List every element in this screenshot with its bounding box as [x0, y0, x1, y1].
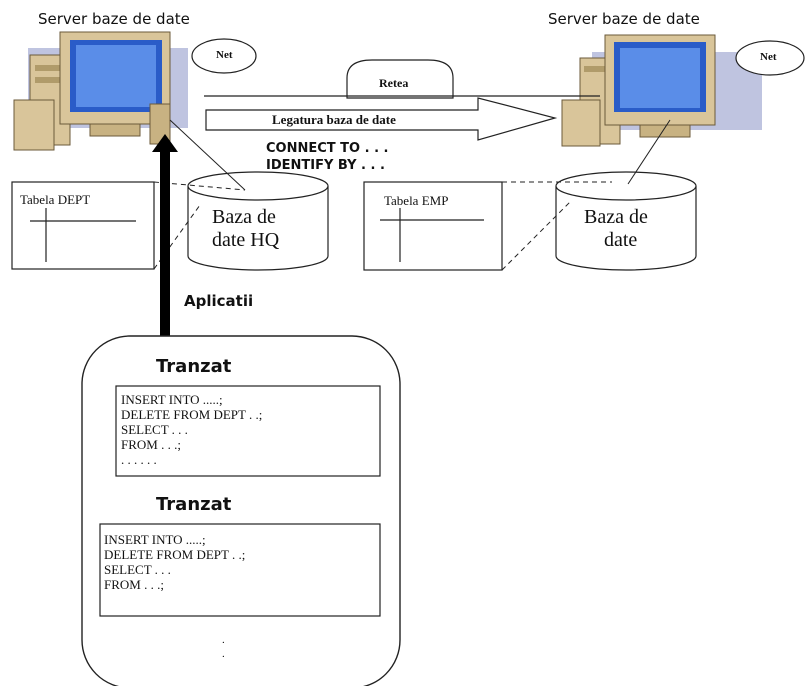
- identify-by-label: IDENTIFY BY . . .: [266, 158, 385, 173]
- right-db-label-line2: date: [604, 229, 638, 251]
- right-database-icon: [555, 171, 697, 271]
- ellipsis-dot-2: .: [222, 648, 225, 660]
- connect-to-label: CONNECT TO . . .: [266, 141, 389, 156]
- app-arrow-head: [152, 134, 178, 152]
- db-link-label: Legatura baza de date: [272, 112, 396, 127]
- left-db-label-line2: date HQ: [212, 229, 280, 251]
- tx1-line-1: INSERT INTO .....;: [121, 392, 223, 407]
- right-server-title: Server baze de date: [548, 10, 700, 28]
- right-table-box: [363, 181, 503, 271]
- left-server-title: Server baze de date: [38, 10, 190, 28]
- tx2-line-3: SELECT . . .: [104, 562, 171, 577]
- right-db-label-line1: Baza de: [584, 206, 648, 228]
- tx1-line-2: DELETE FROM DEPT . .;: [121, 407, 263, 422]
- applications-label: Aplicatii: [184, 292, 254, 310]
- retea-shape: [346, 59, 454, 99]
- left-database-icon: [187, 171, 329, 271]
- tx2-line-1: INSERT INTO .....;: [104, 532, 206, 547]
- tx1-line-5: . . . . . .: [121, 452, 157, 464]
- left-db-label-line1: Baza de: [212, 206, 276, 228]
- tx2-line-4: FROM . . .;: [104, 577, 164, 592]
- right-net-label: Net: [760, 51, 777, 63]
- right-table-label: Tabela EMP: [384, 193, 449, 208]
- right-computer-icon: [561, 34, 762, 147]
- transaction-2-title: Tranzat: [156, 494, 232, 515]
- transaction-box-2: [99, 523, 381, 617]
- tx1-line-3: SELECT . . .: [121, 422, 188, 437]
- transaction-1-title: Tranzat: [156, 356, 232, 377]
- left-net-label: Net: [216, 49, 233, 61]
- retea-label: Retea: [379, 76, 409, 90]
- db-link-arrow: [205, 97, 558, 141]
- left-computer-icon: [13, 31, 188, 151]
- tx2-line-2: DELETE FROM DEPT . .;: [104, 547, 246, 562]
- tx1-line-4: FROM . . .;: [121, 437, 181, 452]
- left-table-box: [11, 181, 155, 270]
- ellipsis-dot-1: .: [222, 634, 225, 646]
- right-net-bubble: [735, 40, 805, 76]
- left-table-label: Tabela DEPT: [20, 192, 91, 207]
- left-net-bubble: [191, 38, 257, 74]
- transaction-box-1: [115, 385, 381, 477]
